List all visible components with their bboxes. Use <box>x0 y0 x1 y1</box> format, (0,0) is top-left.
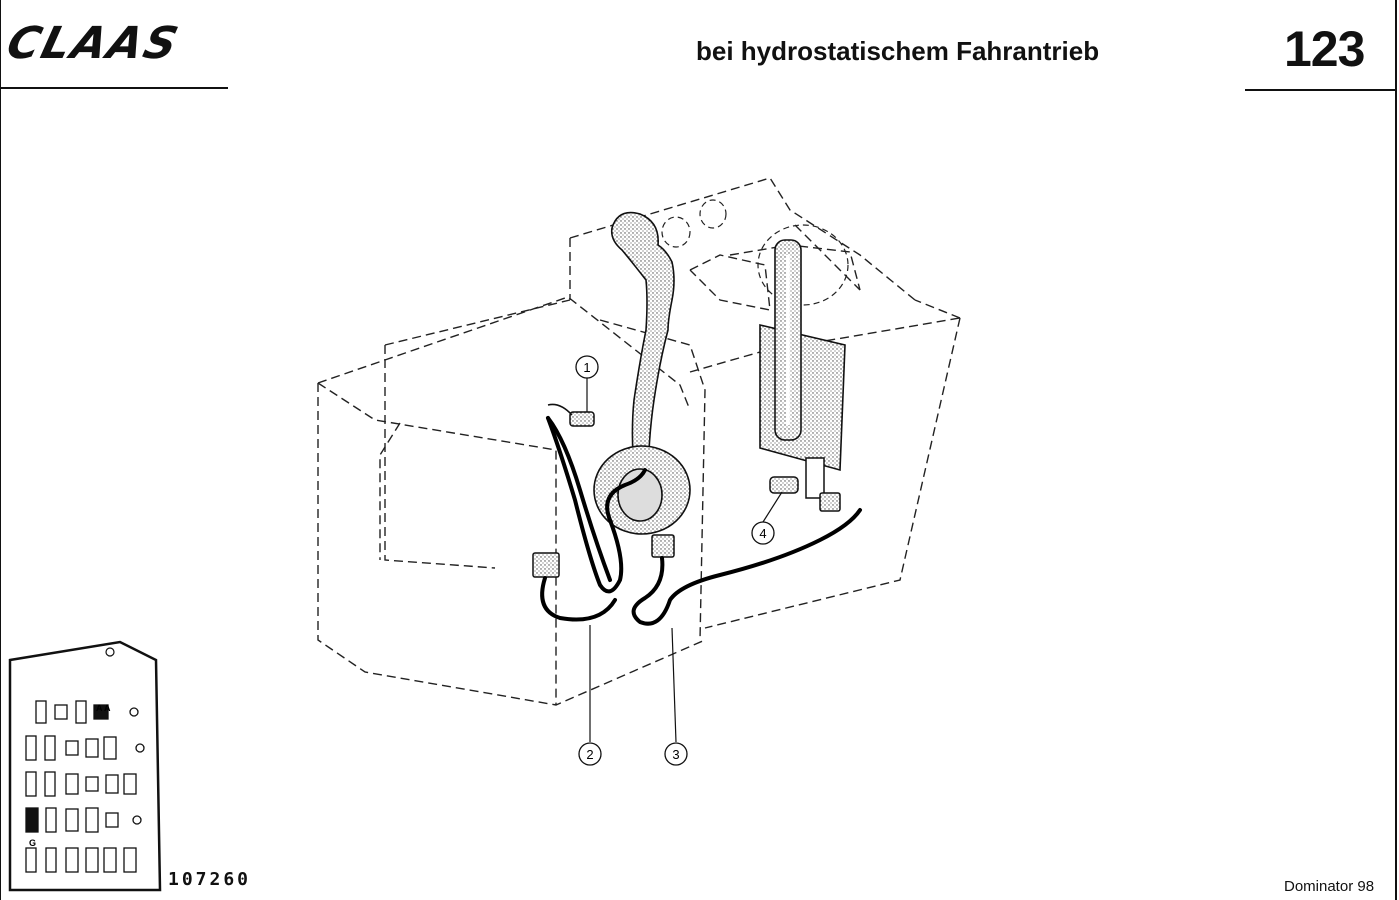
svg-text:G: G <box>29 838 36 848</box>
fuse-slot <box>45 807 57 833</box>
fuse-slot <box>105 812 119 828</box>
callout-2: 2 <box>578 742 602 766</box>
gauge-outlines <box>661 199 849 306</box>
wiring-harness <box>540 416 862 626</box>
fuse-slot <box>123 773 137 795</box>
callout-3: 3 <box>664 742 688 766</box>
leader-lines <box>586 378 783 743</box>
fuse-slot <box>65 808 79 832</box>
console-outline <box>317 177 961 706</box>
fuse-slot <box>25 847 37 873</box>
fuse-slot <box>93 704 109 720</box>
model-label: Dominator 98 <box>1284 878 1375 895</box>
fuse-slot <box>75 700 87 724</box>
svg-text:A: A <box>104 703 111 713</box>
svg-text:3: 3 <box>672 747 679 762</box>
fuse-slot <box>85 847 99 873</box>
fuse-slot <box>103 847 117 873</box>
fuse-slot <box>65 773 79 795</box>
fuse-slot <box>44 735 56 761</box>
fuse-slot <box>85 776 99 792</box>
callout-4: 4 <box>751 521 775 545</box>
fuse-slot <box>35 700 47 724</box>
fuse-slot <box>45 847 57 873</box>
fuse-slot <box>105 774 119 794</box>
fuse-box-mount-hole <box>129 707 139 717</box>
fuse-slot <box>25 807 39 833</box>
fuse-slot <box>25 735 37 761</box>
sensor-1 <box>547 403 595 427</box>
page-number: 123 <box>1284 21 1365 77</box>
fuse-slot <box>25 771 37 797</box>
fuse-slot <box>85 738 99 758</box>
switch-4 <box>769 457 841 512</box>
page-title: bei hydrostatischem Fahrantrieb <box>696 36 1100 66</box>
svg-text:2: 2 <box>586 747 593 762</box>
svg-text:A: A <box>96 703 103 713</box>
fuse-box-mount-hole <box>132 815 142 825</box>
fuse-box-mount-hole <box>135 743 145 753</box>
drawing-number: 107260 <box>168 869 252 890</box>
callout-1: 1 <box>575 355 599 379</box>
fuse-slot <box>44 771 56 797</box>
fuse-slot <box>103 736 117 760</box>
fuse-slot <box>65 740 79 756</box>
fuse-slot <box>123 847 137 873</box>
fuse-slot <box>65 847 79 873</box>
svg-text:1: 1 <box>583 360 590 375</box>
fuse-slot <box>54 704 68 720</box>
svg-text:4: 4 <box>759 526 766 541</box>
fuse-box-diagram: A A G <box>8 640 162 892</box>
selector-plate <box>759 239 846 472</box>
fuse-slot <box>85 807 99 833</box>
drive-lever <box>593 211 691 535</box>
connector-plugs <box>532 534 675 578</box>
